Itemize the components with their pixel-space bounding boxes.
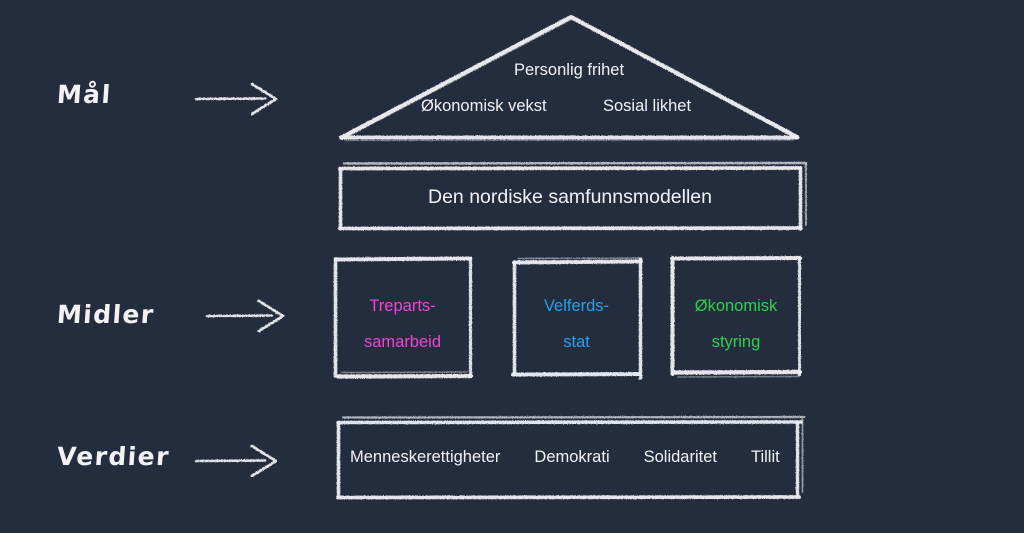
pillar-label-line2: samarbeid xyxy=(363,333,442,351)
row-label-values: Verdier xyxy=(55,442,171,471)
pillar-label-line2: stat xyxy=(563,333,590,351)
row-label-goals: Mål xyxy=(55,80,113,109)
roof-item-personlig-frihet: Personlig frihet xyxy=(514,61,625,79)
pillar-label-line2: styring xyxy=(711,333,761,351)
value-item-tillit: Tillit xyxy=(750,448,780,466)
banner-title: Den nordiske samfunnsmodellen xyxy=(428,186,712,208)
value-item-menneskerettigheter: Menneskerettigheter xyxy=(350,448,501,466)
pillar-label-okonomisk-styring: Økonomisk styring xyxy=(672,288,800,360)
pillar-label-line1: Velferds- xyxy=(543,297,610,315)
arrow-means xyxy=(205,299,285,333)
pillar-label-line1: Økonomisk xyxy=(694,297,778,315)
arrow-values xyxy=(194,444,278,478)
value-item-demokrati: Demokrati xyxy=(534,448,610,466)
pillar-label-velferdsstat: Velferds- stat xyxy=(513,288,640,360)
pillar-label-trepartssamarbeid: Treparts- samarbeid xyxy=(335,288,470,360)
row-label-means: Midler xyxy=(55,300,156,329)
pillar-label-line1: Treparts- xyxy=(369,297,436,315)
roof-item-okonomisk-vekst: Økonomisk vekst xyxy=(421,97,547,115)
value-item-solidaritet: Solidaritet xyxy=(643,448,717,466)
roof-item-sosial-likhet: Sosial likhet xyxy=(603,97,692,115)
values-list: Menneskerettigheter Demokrati Solidarite… xyxy=(350,448,790,467)
arrow-goals xyxy=(194,82,278,116)
